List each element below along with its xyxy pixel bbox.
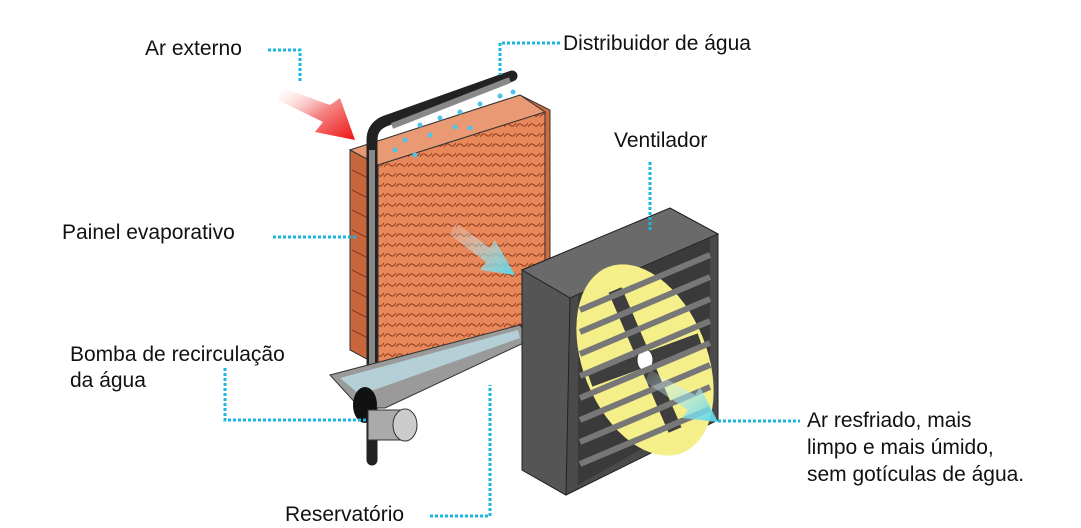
label-fan: Ventilador	[614, 129, 708, 152]
label-evaporative-panel: Painel evaporativo	[62, 221, 235, 244]
recirculation-pump	[353, 387, 418, 442]
label-pump-line1: Bomba de recirculação	[70, 343, 285, 366]
label-cooled-air-line3: sem gotículas de água.	[807, 463, 1025, 486]
evaporative-panel	[348, 94, 551, 366]
through-panel-air-arrow	[450, 222, 515, 275]
leader-lines	[223, 41, 800, 518]
label-cooled-air-line1: Ar resfriado, mais	[807, 409, 972, 432]
label-cooled-air-line2: limpo e mais úmido,	[807, 436, 994, 459]
fan	[520, 207, 720, 496]
label-outside-air: Ar externo	[145, 37, 242, 60]
outside-air-arrow	[278, 88, 355, 140]
label-water-distributor: Distribuidor de água	[563, 32, 751, 55]
label-pump-line2: da água	[70, 369, 146, 392]
label-reservoir: Reservatório	[285, 503, 405, 526]
